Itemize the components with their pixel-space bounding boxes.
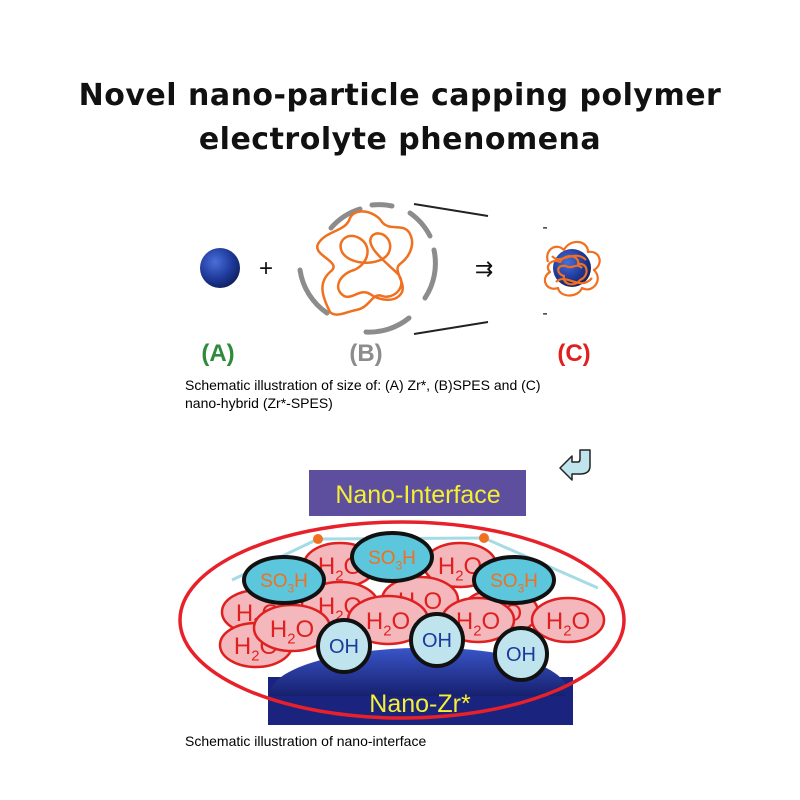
label-c: (C) (557, 340, 590, 367)
nano-zr-label: Nano-Zr* (369, 690, 471, 718)
sulfonic-acid-group (242, 555, 326, 605)
sulfonic-acid-label: SO3H (260, 571, 308, 595)
hydroxyl-group (409, 612, 465, 668)
sulfonic-acid-group (472, 555, 556, 605)
spes-dashed-circle (297, 202, 438, 335)
zoom-line-top (413, 203, 489, 217)
hydroxyl-group (493, 626, 549, 682)
label-a: (A) (201, 340, 234, 367)
hydroxyl-group (316, 618, 372, 674)
spes-polymer-coil (316, 210, 414, 316)
curved-arrow-icon (559, 449, 591, 481)
sulfonic-acid-label: SO3H (490, 571, 538, 595)
label-b: (B) (349, 340, 382, 367)
scale-tick-top: - (542, 219, 547, 236)
sulfonic-acid-label: SO3H (368, 548, 416, 572)
page-title-line-2: electrolyte phenomena (198, 122, 602, 157)
reaction-arrow-icon: ⇉ (475, 257, 493, 282)
interface-boundary-ellipse (178, 520, 626, 720)
zoom-line-bottom (413, 321, 489, 335)
top-caption-line-2: nano-hybrid (Zr*-SPES) (185, 395, 333, 411)
water-label: H2O (546, 608, 590, 640)
backbone-node-right (479, 533, 489, 543)
nano-hybrid-polymer-shell (543, 240, 601, 297)
zr-particle (200, 248, 240, 288)
hydroxyl-label: OH (422, 630, 452, 652)
hydroxyl-label: OH (506, 644, 536, 666)
water-molecule (530, 596, 606, 644)
hydroxyl-label: OH (329, 636, 359, 658)
backbone-node-left (313, 534, 323, 544)
plus-sign: + (259, 255, 273, 282)
page-title-line-1: Novel nano-particle capping polymer (78, 78, 722, 113)
water-label: H2O (366, 608, 410, 640)
water-label: H2O (270, 616, 314, 648)
top-caption-line-1: Schematic illustration of size of: (A) Z… (185, 377, 541, 393)
sulfonic-acid-group (350, 531, 434, 583)
nano-interface-label: Nano-Interface (335, 481, 500, 509)
bottom-caption: Schematic illustration of nano-interface (185, 733, 427, 749)
scale-tick-bottom: - (542, 305, 547, 322)
nano-interface-box (309, 470, 526, 516)
